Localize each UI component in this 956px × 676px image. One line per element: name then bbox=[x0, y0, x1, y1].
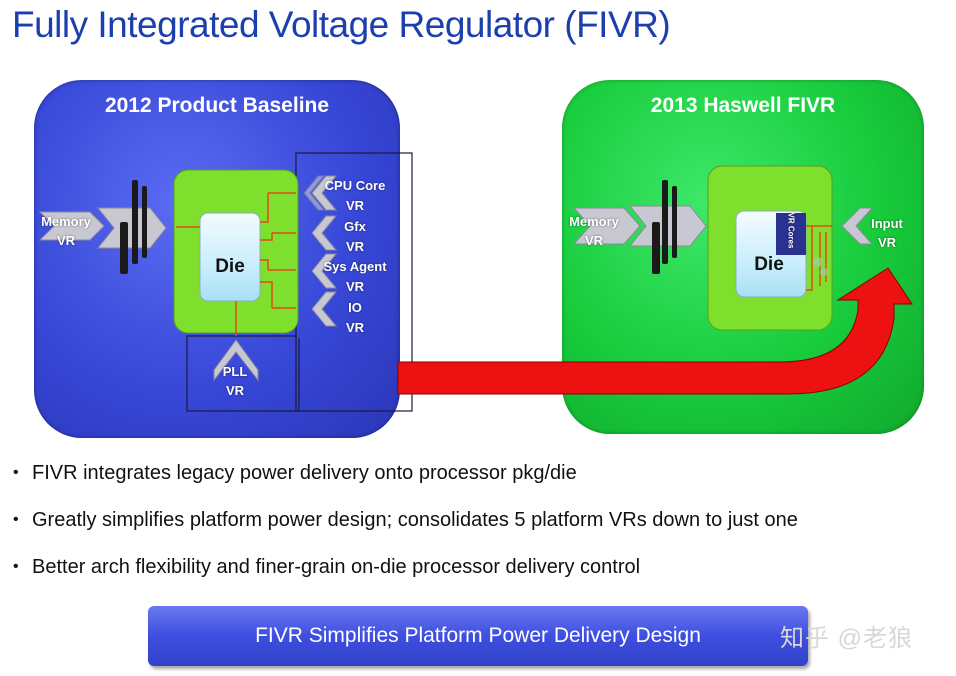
input-vr-label: Input VR bbox=[862, 214, 912, 252]
baseline-memory-arrow bbox=[38, 211, 105, 241]
summary-banner: FIVR Simplifies Platform Power Delivery … bbox=[148, 606, 808, 666]
bullet-text: FIVR integrates legacy power delivery on… bbox=[32, 462, 577, 484]
fivr-vr-label-line: VR bbox=[584, 233, 604, 248]
pll-label-line: PLL bbox=[222, 364, 248, 379]
baseline-memory-connector bbox=[120, 180, 147, 274]
bullet-item: • Greatly simplifies platform power desig… bbox=[10, 505, 940, 552]
sys-agent-vr-label: VR bbox=[345, 279, 365, 295]
input-vr-chevron bbox=[841, 207, 874, 245]
fivr-memory-connector bbox=[652, 180, 677, 274]
input-vr-label-line: VR bbox=[877, 235, 897, 250]
io-label: IO bbox=[348, 299, 362, 315]
fivr-memory-label-line: Memory bbox=[569, 214, 619, 229]
fivr-memory-arrow bbox=[572, 207, 641, 245]
watermark: 知乎 @老狼 bbox=[780, 625, 914, 652]
input-label-line: Input bbox=[871, 216, 903, 231]
page-title: Fully Integrated Voltage Regulator (FIVR… bbox=[12, 4, 671, 45]
bullet-dot: • bbox=[13, 558, 19, 575]
transition-arrow bbox=[397, 267, 913, 395]
fivr-vr-block bbox=[776, 213, 806, 255]
baseline-panel-title: 2012 Product Baseline bbox=[104, 94, 330, 117]
gfx-vr-label: VR bbox=[345, 238, 365, 254]
bullet-item: • Better arch flexibility and finer-grain… bbox=[10, 552, 940, 599]
gfx-label: Gfx bbox=[344, 218, 366, 234]
bullet-dot: • bbox=[13, 511, 19, 528]
pll-vr-label-line: VR bbox=[225, 383, 245, 398]
baseline-memory-vr-label: Memory VR bbox=[36, 212, 96, 250]
cpu-core-vr-label: VR bbox=[345, 198, 365, 214]
vr-label-line: VR bbox=[56, 233, 76, 248]
bullet-text: Greatly simplifies platform power design… bbox=[32, 509, 798, 531]
cpu-core-label: CPU Core bbox=[324, 178, 386, 193]
baseline-die-label: Die bbox=[215, 256, 245, 277]
io-vr-label: VR bbox=[345, 320, 365, 336]
bullet-dot: • bbox=[13, 464, 19, 481]
fivr-panel-title: 2013 Haswell FIVR bbox=[650, 94, 836, 117]
pll-vr-label: PLL VR bbox=[208, 362, 262, 400]
vr-cores-label: VR Cores bbox=[786, 212, 796, 249]
bullet-text: Better arch flexibility and finer-grain … bbox=[32, 556, 641, 578]
bullet-item: • FIVR integrates legacy power delivery o… bbox=[10, 458, 940, 505]
baseline-vr-chevrons bbox=[303, 175, 338, 327]
baseline-power-lines bbox=[176, 192, 296, 336]
memory-label-line: Memory bbox=[41, 214, 91, 229]
fivr-memory-vr-label: Memory VR bbox=[564, 212, 624, 250]
sys-agent-label: Sys Agent bbox=[323, 259, 387, 275]
fivr-die-label: Die bbox=[754, 254, 784, 275]
pll-chevron bbox=[213, 339, 259, 382]
baseline-die bbox=[199, 212, 261, 302]
bullet-list: • FIVR integrates legacy power delivery o… bbox=[10, 458, 940, 599]
baseline-vr-list: CPU Core VR Gfx VR Sys Agent VR IO VR bbox=[318, 176, 392, 338]
